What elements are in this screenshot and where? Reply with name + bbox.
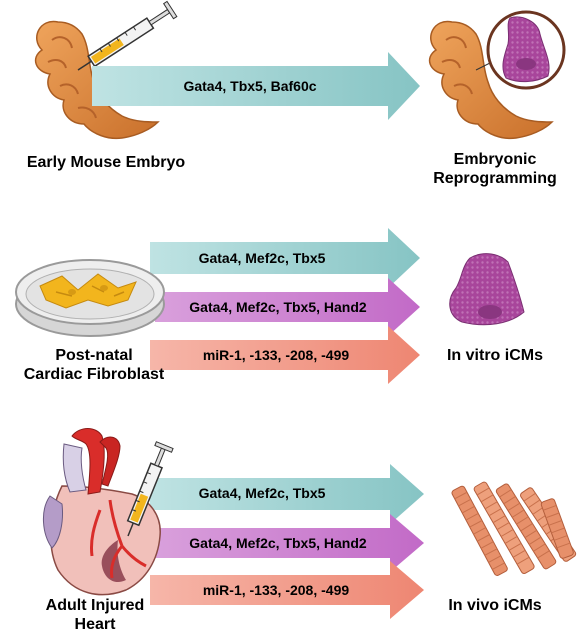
reprogramming-arrow: Gata4, Mef2c, Tbx5 (150, 464, 424, 524)
arrow-label: Gata4, Tbx5, Baf60c (183, 78, 316, 94)
arrow-label: Gata4, Mef2c, Tbx5, Hand2 (189, 535, 367, 551)
arrow-label: miR-1, -133, -208, -499 (203, 347, 350, 363)
arrow-label: Gata4, Mef2c, Tbx5 (199, 250, 326, 266)
source-label: Post-natal Cardiac Fibroblast (6, 346, 182, 384)
reprogramming-arrow: miR-1, -133, -208, -499 (150, 561, 424, 619)
target-label: In vitro iCMs (420, 346, 570, 365)
reprogramming-arrow: Gata4, Tbx5, Baf60c (92, 52, 420, 120)
muscle-fibers-icon (451, 481, 577, 577)
arrow-label: miR-1, -133, -208, -499 (203, 582, 350, 598)
source-label: Early Mouse Embryo (4, 153, 208, 172)
arrow-label: Gata4, Mef2c, Tbx5 (199, 485, 326, 501)
reprogramming-arrow: Gata4, Mef2c, Tbx5 (150, 228, 420, 288)
reprogramming-arrow: miR-1, -133, -208, -499 (150, 326, 420, 384)
arrow-label: Gata4, Mef2c, Tbx5, Hand2 (189, 299, 367, 315)
reprogramming-arrow: Gata4, Mef2c, Tbx5, Hand2 (155, 514, 424, 572)
cardiomyocyte-icon (450, 254, 524, 325)
petri-dish-icon (16, 260, 164, 336)
target-label: In vivo iCMs (420, 596, 570, 615)
cardiomyocyte-icon (488, 12, 564, 88)
source-label: Adult Injured Heart (20, 596, 170, 634)
target-label: Embryonic Reprogramming (420, 150, 570, 188)
reprogramming-arrow: Gata4, Mef2c, Tbx5, Hand2 (155, 278, 420, 336)
